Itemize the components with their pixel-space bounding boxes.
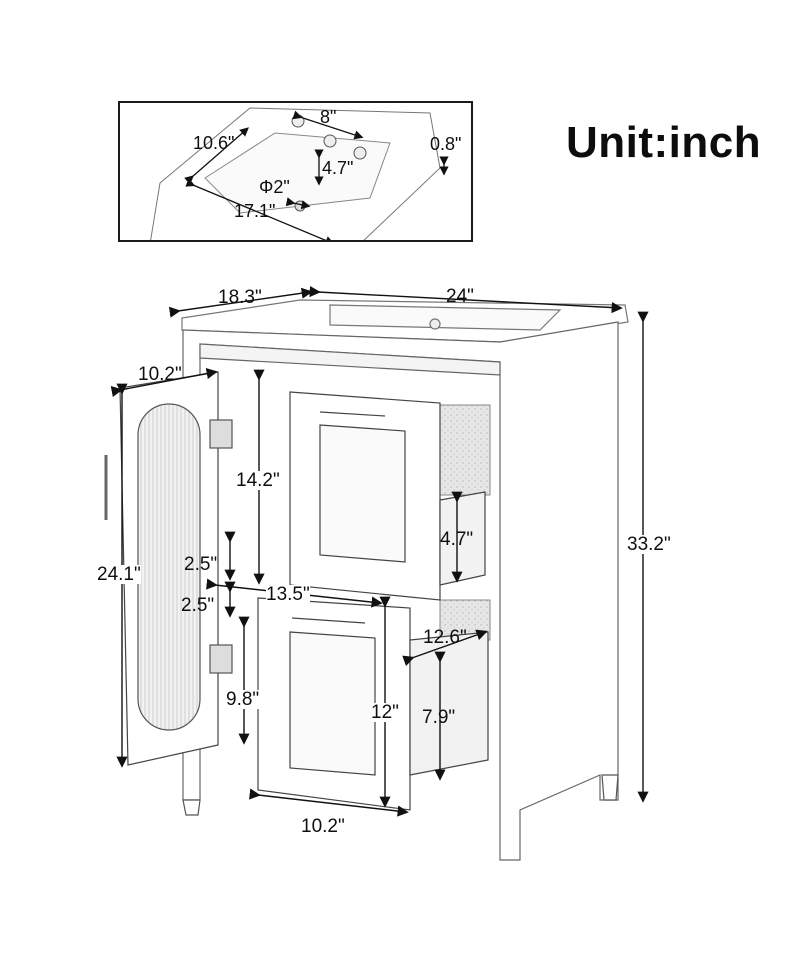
dim-door-height: 24.1" xyxy=(97,564,141,585)
basin-top-illustration xyxy=(150,107,449,240)
dim-drawer-front-width: 10.2" xyxy=(301,816,345,837)
dim-lower-clearance: 9.8" xyxy=(226,689,260,710)
dim-drawer-inner-height: 7.9" xyxy=(422,707,456,728)
dim-depth: 18.3" xyxy=(218,287,262,308)
dim-shelf-gap-bottom: 2.5" xyxy=(181,595,215,616)
lower-drawer xyxy=(257,597,489,811)
dim-faucet-spacing: 8" xyxy=(320,107,337,127)
dim-top-drawer-depth: 4.7" xyxy=(440,529,474,550)
dim-basin-width: 10.6" xyxy=(193,133,235,153)
dim-basin-depth: 4.7" xyxy=(322,158,354,178)
dim-basin-length: 17.1" xyxy=(234,201,276,221)
basin-detail-inset xyxy=(118,101,473,242)
legs xyxy=(182,774,619,816)
dim-height: 33.2" xyxy=(627,534,671,555)
unit-title: Unit:inch xyxy=(566,118,762,167)
dim-top-thickness: 0.8" xyxy=(430,134,462,154)
dim-drawer-front-height: 12" xyxy=(371,702,399,723)
dim-upper-clearance: 14.2" xyxy=(236,470,280,491)
dim-drain-diameter: Φ2" xyxy=(259,177,290,197)
dim-drawer-inner-depth: 12.6" xyxy=(423,627,467,648)
dim-door-width: 10.2" xyxy=(138,364,182,385)
dim-shelf-width: 13.5" xyxy=(266,584,310,605)
dim-width: 24" xyxy=(446,286,474,307)
open-door xyxy=(104,371,233,766)
dim-shelf-gap-top: 2.5" xyxy=(184,554,218,575)
